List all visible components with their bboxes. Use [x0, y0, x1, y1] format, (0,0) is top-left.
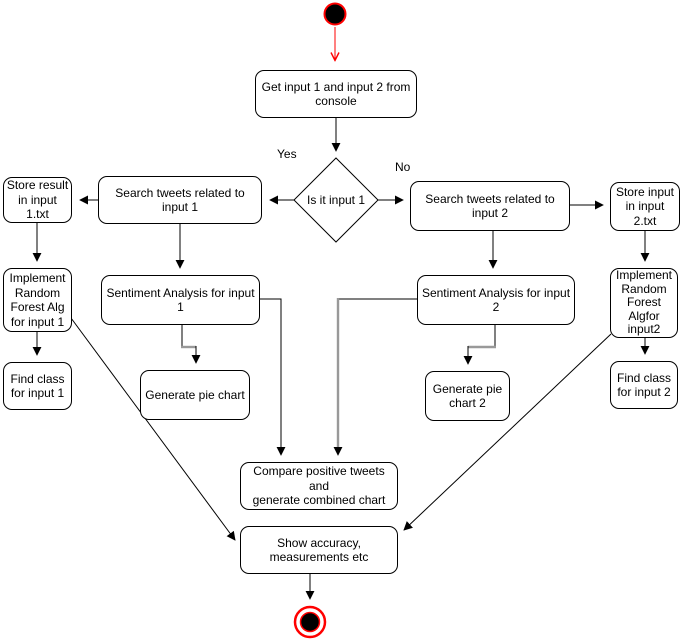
node-sentiment-analysis-input2[interactable]: Sentiment Analysis for input 2	[417, 275, 575, 325]
node-generate-pie-chart1[interactable]: Generate pie chart	[140, 370, 250, 420]
yes-branch-label: Yes	[277, 147, 297, 161]
edge-implement1-to-show	[70, 317, 236, 541]
node-generate-pie-chart2[interactable]: Generate pie chart 2	[425, 371, 510, 421]
node-search-tweets-input2[interactable]: Search tweets related to input 2	[410, 181, 570, 231]
start-node[interactable]	[323, 2, 347, 26]
node-implement-random-forest-input1[interactable]: Implement Random Forest Alg for input 1	[3, 268, 72, 332]
node-find-class-input1[interactable]: Find class for input 1	[3, 362, 72, 410]
edge-sentiment1-to-compare	[260, 298, 286, 456]
decision-diamond-shape[interactable]	[293, 157, 379, 243]
node-get-input[interactable]: Get input 1 and input 2 from console	[255, 70, 417, 118]
node-store-result-input1[interactable]: Store result in input 1.txt	[3, 177, 72, 223]
node-compare-positive-tweets[interactable]: Compare positive tweets and generate com…	[240, 462, 398, 510]
decision-label: Is it input 1	[306, 193, 366, 207]
node-store-input-input2[interactable]: Store input in input 2.txt	[610, 182, 680, 231]
node-show-accuracy[interactable]: Show accuracy, measurements etc	[240, 526, 398, 574]
node-sentiment-analysis-input1[interactable]: Sentiment Analysis for input 1	[101, 275, 260, 325]
end-node-inner	[299, 611, 321, 633]
node-find-class-input2[interactable]: Find class for input 2	[610, 361, 678, 409]
node-implement-random-forest-input2[interactable]: Implement Random Forest Algfor input2	[610, 268, 678, 338]
edge-implement2-to-show	[403, 333, 612, 531]
no-branch-label: No	[395, 160, 411, 174]
node-search-tweets-input1[interactable]: Search tweets related to input 1	[98, 176, 262, 224]
